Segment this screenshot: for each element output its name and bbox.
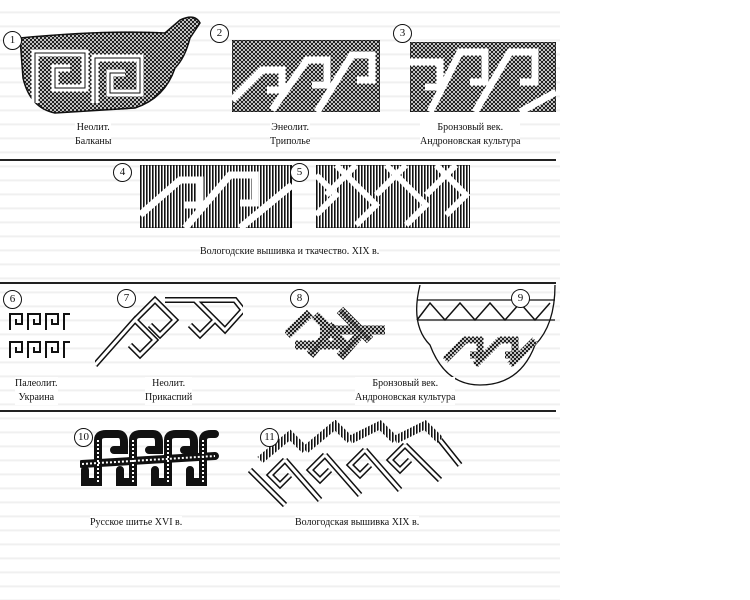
ornament-11-embroidery xyxy=(247,420,463,508)
divider xyxy=(0,282,556,284)
caption-7: Неолит.Прикаспий xyxy=(145,377,193,405)
caption-11: Вологодская вышивка XIX в. xyxy=(295,516,420,530)
figure-number-9: 9 xyxy=(511,289,530,308)
figure-number-6: 6 xyxy=(3,290,22,309)
caption-9: Бронзовый век.Андроновская культура xyxy=(355,377,456,405)
caption-2: Энеолит.Триполье xyxy=(270,121,311,149)
ornament-4-meander xyxy=(140,165,292,228)
figure-number-7: 7 xyxy=(117,289,136,308)
row2-caption: Вологодские вышивка и ткачество. XIX в. xyxy=(200,245,380,259)
caption-3: Бронзовый век.Андроновская культура xyxy=(420,121,521,149)
ornament-5-interlace xyxy=(316,165,470,228)
ornament-10-embroidery xyxy=(80,430,219,486)
document-page: 1 2 3 Неолит.Балканы Энеолит.Триполье Бр… xyxy=(0,0,560,600)
divider xyxy=(0,159,556,161)
caption-1: Неолит.Балканы xyxy=(75,121,112,149)
figure-number-3: 3 xyxy=(393,24,412,43)
figure-number-4: 4 xyxy=(113,163,132,182)
figure-number-1: 1 xyxy=(3,31,22,50)
ornament-3-meander xyxy=(410,42,556,112)
ornament-7-meander xyxy=(95,295,243,367)
ornament-2-meander xyxy=(232,40,380,112)
figure-number-5: 5 xyxy=(290,163,309,182)
figure-number-10: 10 xyxy=(74,428,93,447)
caption-10: Русское шитье XVI в. xyxy=(90,516,183,530)
ornament-1-pot xyxy=(19,16,201,114)
ornament-9-vessel xyxy=(416,285,556,386)
ornament-8-cross xyxy=(285,306,385,360)
figure-number-8: 8 xyxy=(290,289,309,308)
figure-number-11: 11 xyxy=(260,428,279,447)
caption-6: Палеолит.Украина xyxy=(15,377,58,405)
divider xyxy=(0,410,556,412)
figure-number-2: 2 xyxy=(210,24,229,43)
ornament-6-meander xyxy=(9,313,70,358)
